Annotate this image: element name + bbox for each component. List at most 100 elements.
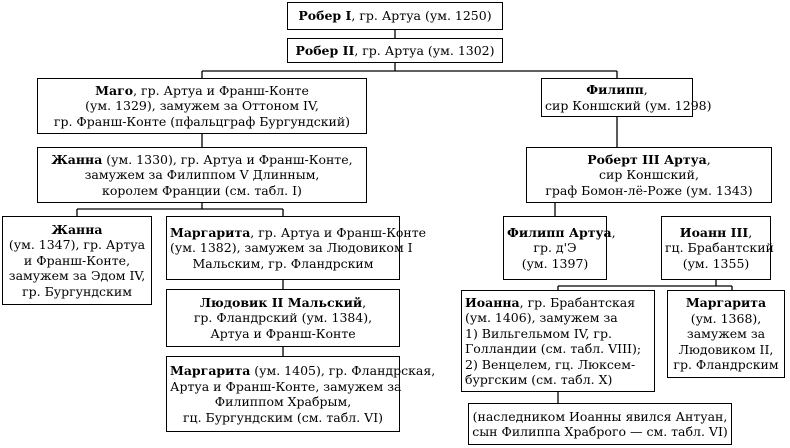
detail-text: (ум. 1397) [521,255,589,271]
person-margarita-burgundy: Маргарита (ум. 1405), гр. Фландрская,Арт… [166,356,435,432]
text-line: (ум. 1347), гр. Артуа [6,237,148,253]
text-line: граф Бомон-лё-Роже (ум. 1343) [530,183,768,199]
detail-text: и Франш-Конте, [23,252,131,268]
text-line: Жанна (ум. 1330), гр. Артуа и Франш-Конт… [41,152,363,168]
inheritance-note: (наследником Иоанны явился Антуан,сын Фи… [468,403,732,445]
text-line: (ум. 1355) [665,256,767,272]
person-rober-i: Робер I, гр. Артуа (ум. 1250) [287,2,503,30]
detail-text: (ум. 1405), гр. Фландрская, [250,363,436,378]
text-line: Людовик II Мальский, [170,295,396,311]
person-name: Робер I [298,8,352,24]
person-name: Маргарита [170,363,251,378]
person-rober-ii: Робер II, гр. Артуа (ум. 1302) [287,38,503,63]
detail-text: , [362,294,367,310]
detail-text: граф Бомон-лё-Роже (ум. 1343) [545,182,753,198]
text-line: Артуа и Франш-Конте, замужем за [170,379,401,395]
text-line: королем Франции (см. табл. I) [41,183,363,199]
text-line: Робер II, гр. Артуа (ум. 1302) [291,43,499,59]
detail-text: гр. Фландрским [673,357,779,373]
detail-text: 2) Венцелем, гц. Люксем- [465,356,636,372]
person-ludovik-ii: Людовик II Мальский,гр. Фландрский (ум. … [166,289,400,347]
text-line: Маго, гр. Артуа и Франш-Конте [41,83,363,99]
text-line: гц. Брабантский [665,240,774,256]
text-line: Маргарита (ум. 1405), гр. Фландрская, [170,363,435,379]
person-name: Маго [95,82,134,98]
person-name: Жанна [51,151,103,167]
text-line: сир Коншский (ум. 1298) [545,98,712,114]
text-line: замужем за Эдом IV, [6,268,148,284]
detail-text: (наследником Иоанны явился Антуан, [472,408,728,424]
person-name: Маргарита [170,224,251,240]
person-zhanna: Жанна (ум. 1330), гр. Артуа и Франш-Конт… [37,147,367,203]
detail-text: , [611,224,616,240]
person-filipp: Филипп,сир Коншский (ум. 1298) [541,78,712,117]
text-line: (наследником Иоанны явился Антуан, [472,409,728,425]
text-line: замужем за Филиппом V Длинным, [41,167,363,183]
detail-text: (ум. 1382), замужем за Людовиком I [170,240,413,256]
person-name: Роберт III Артуа [587,151,707,167]
text-line: Мальским, гр. Фландрским [170,256,396,272]
text-line: Людовиком II, [671,342,781,358]
text-line: бургским (см. табл. X) [465,372,651,388]
detail-text: бургским (см. табл. X) [465,372,613,387]
detail-text: (ум. 1368), [690,310,762,326]
detail-text: (ум. 1355) [682,255,750,271]
detail-text: гц. Бургундским (см. табл. VI) [182,409,384,425]
detail-text: замужем за Эдом IV, [8,268,146,284]
text-line: (ум. 1406), замужем за [465,310,651,326]
text-line: Маргарита [671,295,781,311]
detail-text: , [706,151,711,167]
text-line: (ум. 1329), замужем за Оттоном IV, [41,98,363,114]
text-line: Голландии (см. табл. VIII); [465,341,651,357]
text-line: Иоанна, гр. Брабантская [465,295,651,311]
detail-text: , [643,82,648,97]
text-line: (ум. 1368), [671,311,781,327]
text-line: (ум. 1397) [507,256,603,272]
detail-text: Людовиком II, [678,341,774,357]
text-line: гц. Бургундским (см. табл. VI) [170,410,396,426]
detail-text: , гр. Артуа (ум. 1302) [354,42,495,58]
text-line: гр. Фландрским [671,357,781,373]
person-mago: Маго, гр. Артуа и Франш-Конте(ум. 1329),… [37,78,367,134]
person-name: Маргарита [685,295,767,311]
detail-text: гр. Фландрский (ум. 1384), [193,310,373,326]
detail-text: , гр. Брабантская [519,294,636,310]
text-line: Жанна [6,222,148,238]
text-line: гр. д'Э [507,240,603,256]
detail-text: замужем за Филиппом V Длинным, [84,167,320,183]
person-name: Жанна [51,221,103,237]
detail-text: , гр. Артуа (ум. 1250) [351,8,492,24]
text-line: и Франш-Конте, [6,253,148,269]
detail-text: королем Франции (см. табл. I) [102,182,302,198]
detail-text: гц. Брабантский [665,240,774,256]
text-line: Артуа и Франш-Конте [170,326,396,342]
detail-text: Артуа и Франш-Конте [210,325,356,341]
detail-text: замужем за [686,326,766,342]
detail-text: (ум. 1406), замужем за [465,310,618,325]
text-line: Маргарита, гр. Артуа и Франш-Конте [170,224,426,241]
text-line: Филипп, [545,82,689,98]
text-line: Роберт III Артуа, [530,152,768,168]
person-ioann-iii: Иоанн III,гц. Брабантский(ум. 1355) [661,216,774,280]
person-ioanna: Иоанна, гр. Брабантская(ум. 1406), замуж… [461,290,655,392]
text-line: сын Филиппа Храброго — см. табл. VI) [472,424,728,440]
text-line: гр. Бургундским [6,284,148,300]
text-line: Иоанн III, [665,225,767,241]
person-filipp-artua: Филипп Артуа,гр. д'Э(ум. 1397) [503,216,616,280]
text-line: гр. Фландрский (ум. 1384), [170,310,396,326]
detail-text: , гр. Артуа и Франш-Конте [250,224,427,240]
detail-text: гр. д'Э [533,240,577,256]
detail-text: , [748,224,753,240]
detail-text: (ум. 1347), гр. Артуа [8,237,146,253]
person-name: Робер II [295,42,355,58]
text-line: сир Коншский, [530,167,768,183]
detail-text: (ум. 1329), замужем за Оттоном IV, [85,98,319,114]
detail-text: Голландии (см. табл. VIII); [465,341,642,356]
detail-text: сир Коншский, [599,167,699,183]
detail-text: гр. Бургундским [22,283,132,299]
text-line: 1) Вильгельмом IV, гр. [465,326,651,342]
detail-text: 1) Вильгельмом IV, гр. [465,325,612,341]
text-line: Филиппом Храбрым, [170,394,396,410]
